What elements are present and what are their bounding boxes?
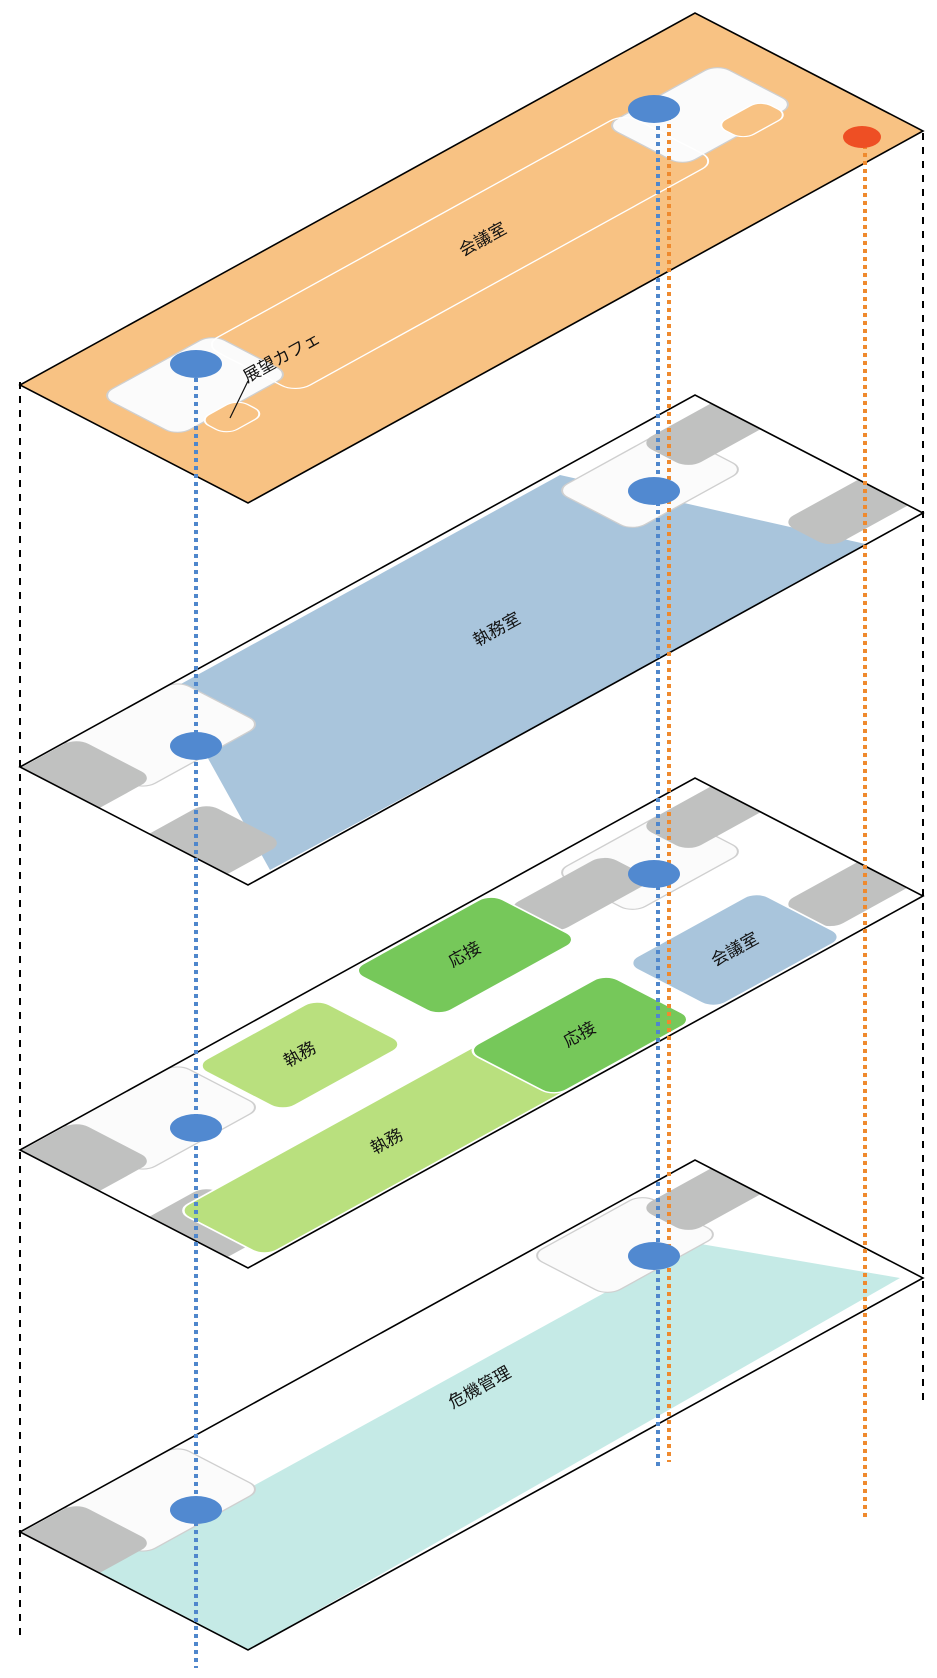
executive-office-zone bbox=[170, 475, 870, 870]
reception-zone-b bbox=[471, 976, 689, 1094]
vertical-circulation bbox=[194, 100, 867, 1668]
floor-top: 会議室 展望カフェ bbox=[18, 12, 925, 504]
floor-upper-middle-outline bbox=[18, 394, 925, 886]
service-core bbox=[513, 857, 647, 931]
corner-edges bbox=[19, 133, 924, 1640]
floor-top-slab bbox=[20, 13, 923, 503]
floor-lower-middle-outline bbox=[18, 777, 925, 1269]
elevator-marker bbox=[170, 732, 222, 760]
floor-top-outline bbox=[18, 12, 925, 504]
shaft-marker bbox=[843, 126, 881, 148]
service-counter bbox=[720, 102, 784, 138]
elevator-marker bbox=[628, 860, 680, 888]
meeting-room-zone bbox=[630, 893, 840, 1007]
floor-bottom-outline bbox=[18, 1159, 925, 1651]
elevator-marker bbox=[628, 1242, 680, 1270]
executive-zone-a bbox=[200, 1001, 400, 1109]
meeting-room-outline-zone bbox=[210, 117, 710, 389]
floor-lower-middle: 執務 執務 応接 応接 会議室 bbox=[18, 777, 925, 1269]
markers bbox=[170, 95, 881, 1524]
elevator-marker bbox=[628, 95, 680, 123]
floor-bottom: 危機管理 bbox=[18, 1159, 925, 1651]
crisis-management-zone bbox=[95, 1243, 900, 1650]
elevator-marker bbox=[170, 1114, 222, 1142]
elevator-marker bbox=[628, 477, 680, 505]
floor-upper-middle: 執務室 bbox=[18, 394, 925, 886]
elevator-marker bbox=[170, 350, 222, 378]
elevator-marker bbox=[170, 1496, 222, 1524]
cafe-leader-line bbox=[229, 380, 249, 419]
floor-lower-middle-slab bbox=[20, 778, 923, 1268]
cafe-counter bbox=[203, 401, 261, 433]
reception-zone-a bbox=[356, 896, 574, 1014]
